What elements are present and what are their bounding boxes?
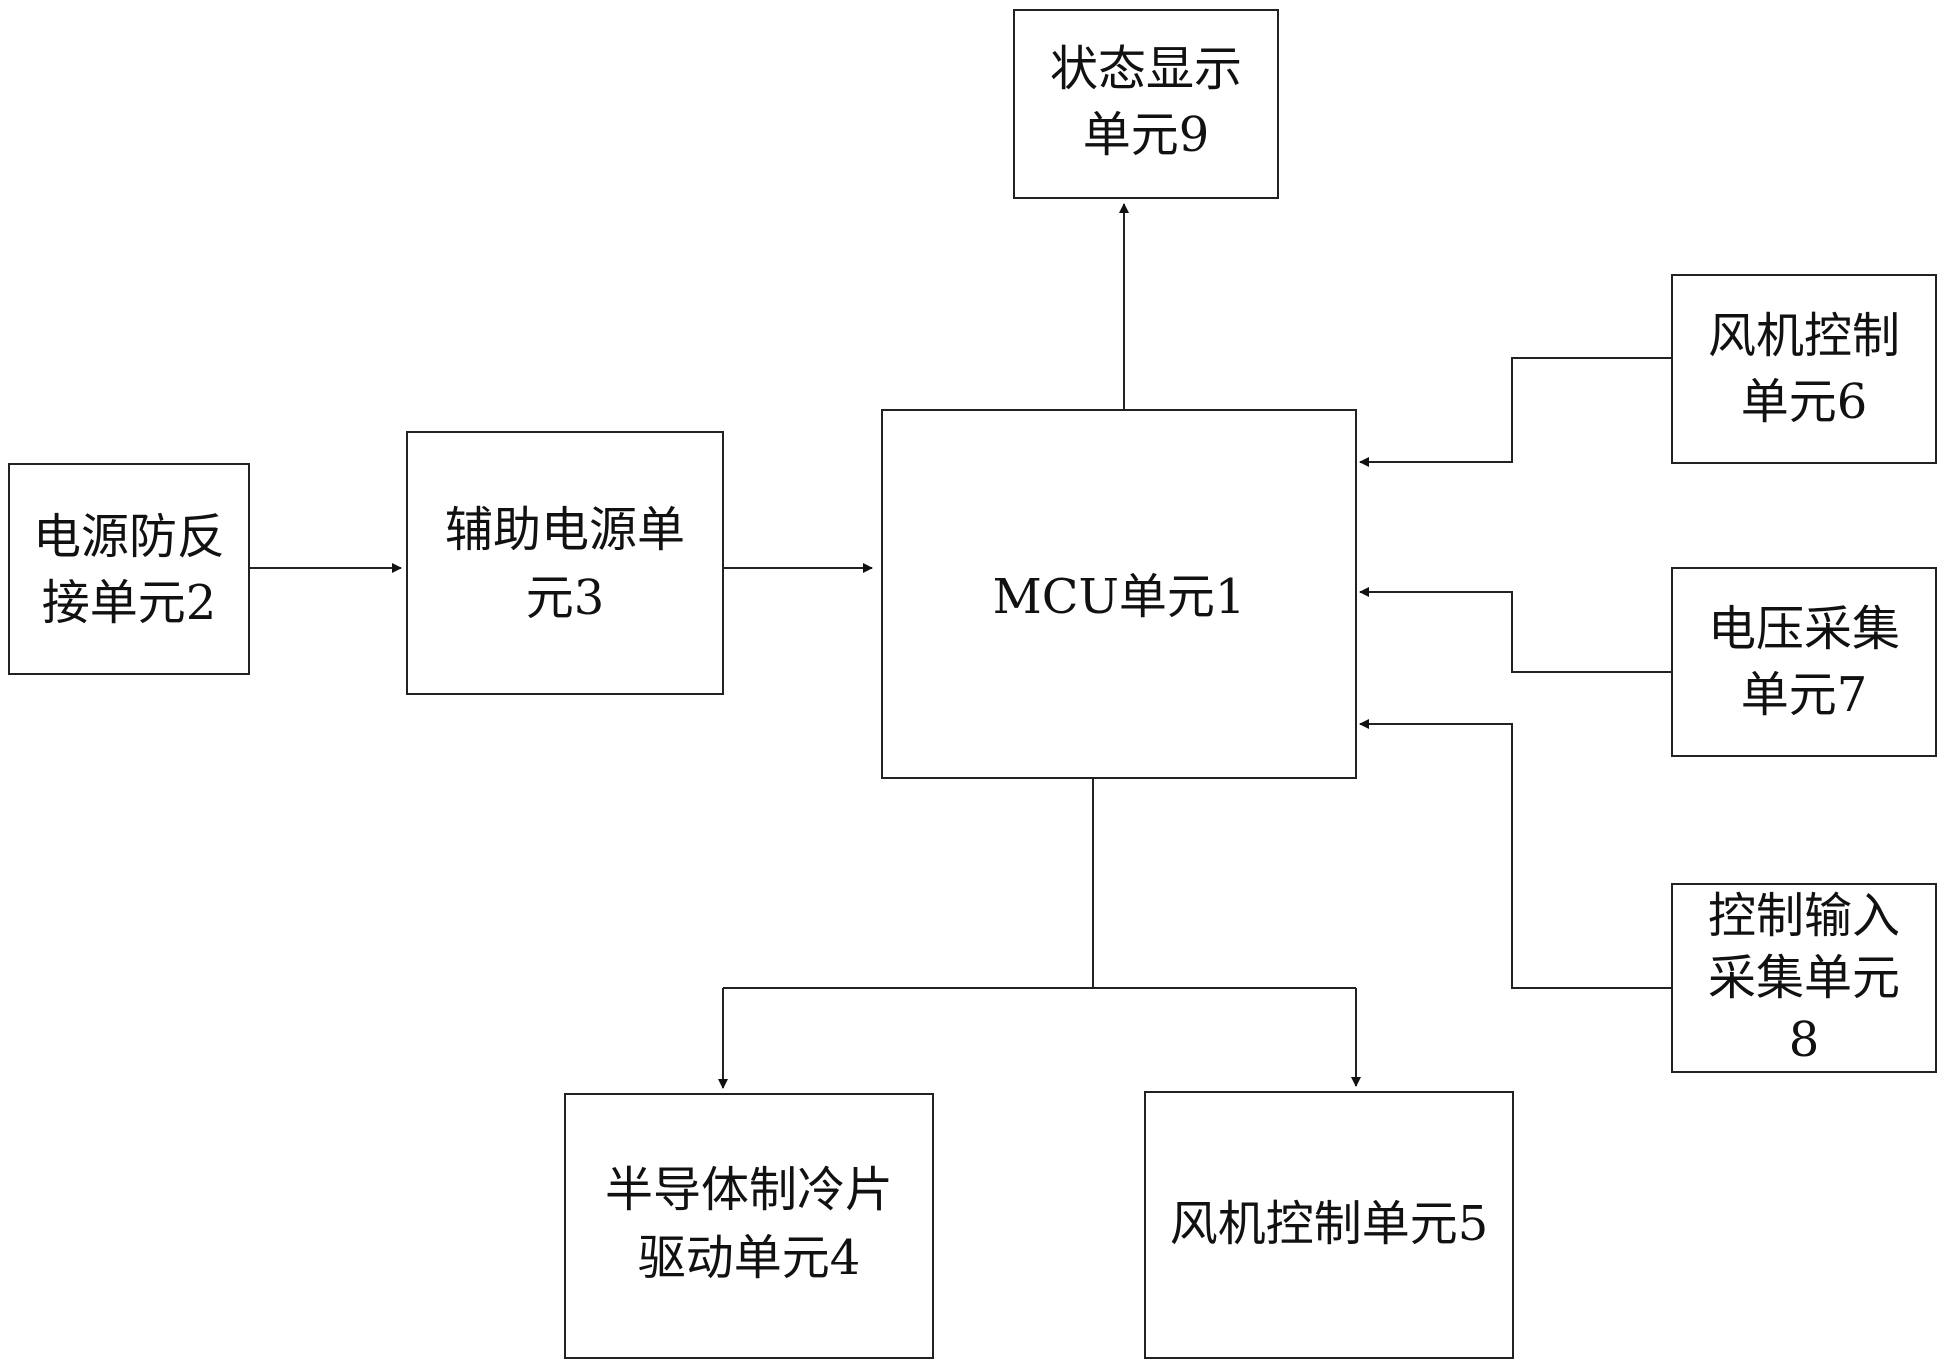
wire-mcu-down-bus	[723, 778, 1356, 989]
fan-control-5-block: 风机控制单元5	[1144, 1091, 1514, 1359]
fan-control-6-block: 风机控制 单元6	[1671, 274, 1937, 464]
control-input-acquisition-box	[1671, 883, 1937, 1073]
control-input-label-line2: 采集单元	[1708, 950, 1900, 1006]
control-input-acquisition-block: 控制输入 采集单元 8	[1671, 883, 1937, 1073]
peltier-driver-block: 半导体制冷片 驱动单元4	[564, 1093, 934, 1359]
arrow-fan6-to-mcu	[1359, 357, 1672, 467]
voltage-acquisition-block: 电压采集 单元7	[1671, 567, 1937, 757]
status-display-block: 状态显示 单元9	[1013, 9, 1279, 199]
power-reverse-box	[8, 463, 250, 675]
arrow-control-input-to-mcu	[1359, 719, 1672, 989]
fan-control-6-box	[1671, 274, 1937, 464]
mcu-box	[881, 409, 1357, 779]
aux-power-label-line1: 辅助电源单	[445, 502, 685, 558]
peltier-driver-box	[564, 1093, 934, 1359]
voltage-acquisition-box	[1671, 567, 1937, 757]
peltier-driver-label-line2: 驱动单元4	[638, 1230, 861, 1286]
fan-control-6-label-line1: 风机控制	[1708, 308, 1900, 364]
status-display-box	[1013, 9, 1279, 199]
power-reverse-label-line2: 接单元2	[42, 575, 217, 631]
control-input-label-line3: 8	[1789, 1012, 1820, 1068]
voltage-acquisition-label-line2: 单元7	[1741, 667, 1868, 723]
voltage-acquisition-label-line1: 电压采集	[1708, 601, 1900, 657]
aux-power-box	[406, 431, 724, 695]
fan-control-5-label: 风机控制单元5	[1170, 1196, 1489, 1252]
power-reverse-block: 电源防反 接单元2	[8, 463, 250, 675]
status-display-label-line2: 单元9	[1083, 107, 1210, 163]
mcu-block: MCU单元1	[881, 409, 1357, 779]
arrow-voltage-to-mcu	[1359, 587, 1672, 673]
connections	[249, 203, 1672, 1089]
aux-power-label-line2: 元3	[526, 570, 605, 626]
fan-control-5-box	[1144, 1091, 1514, 1359]
mcu-label: MCU单元1	[993, 569, 1246, 625]
power-reverse-label-line1: 电源防反	[33, 509, 225, 565]
fan-control-6-label-line2: 单元6	[1741, 374, 1868, 430]
status-display-label-line1: 状态显示	[1050, 41, 1242, 97]
peltier-driver-label-line1: 半导体制冷片	[605, 1162, 893, 1218]
control-input-label-line1: 控制输入	[1708, 888, 1900, 944]
aux-power-block: 辅助电源单 元3	[406, 431, 724, 695]
